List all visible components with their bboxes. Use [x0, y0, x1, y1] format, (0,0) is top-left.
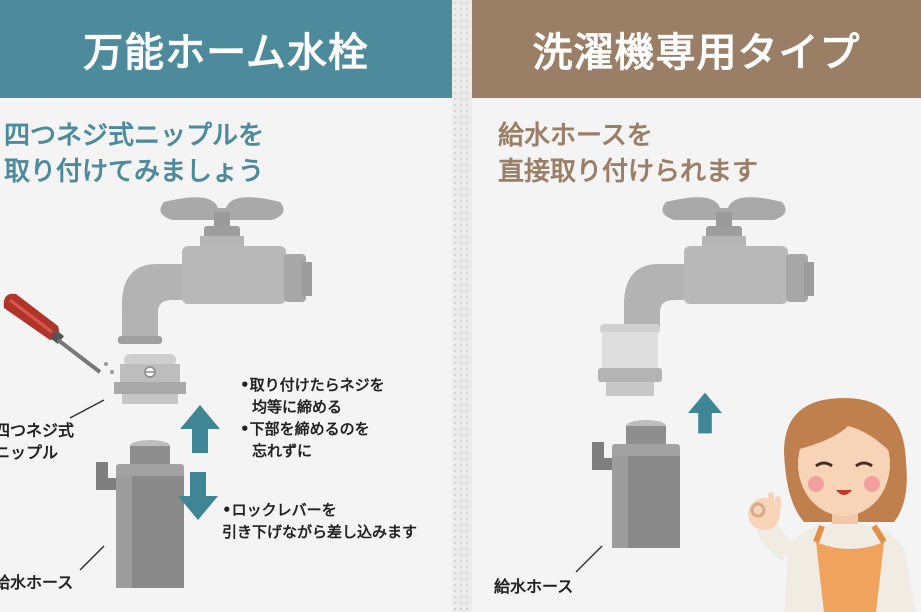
note-line: •下部を締めるのを	[240, 420, 370, 438]
label-line: 四つネジ式	[0, 421, 75, 440]
hose-part-icon	[592, 420, 680, 548]
nipple-label: 四つネジ式 ニップル	[0, 420, 74, 464]
header-washing-machine: 洗濯機専用タイプ	[472, 0, 921, 98]
subtitle: 給水ホースを 直接取り付けられます	[498, 118, 758, 190]
header-title: 万能ホーム水栓	[83, 30, 369, 76]
note-tighten-screws: •取り付けたらネジを 均等に締める •下部を締めるのを 忘れずに	[240, 374, 385, 462]
header-universal-faucet: 万能ホーム水栓	[0, 0, 452, 98]
hose-label: 給水ホース	[0, 573, 74, 592]
note-line: 忘れずに	[252, 442, 313, 460]
leader-line	[575, 545, 603, 573]
subtitle-line-2: 直接取り付けられます	[498, 157, 759, 187]
note-line: •取り付けたらネジを	[240, 376, 385, 394]
faucet-icon	[598, 197, 814, 396]
label-line: ニップル	[0, 443, 59, 462]
panel-universal-faucet: 万能ホーム水栓 四つネジ式ニップルを 取り付けてみましょう	[0, 0, 452, 612]
hose-part-icon	[96, 440, 184, 588]
note-lock-lever: •ロックレバーを 引き下げながら差し込みます	[222, 499, 417, 543]
divider	[452, 0, 472, 612]
leader-lines	[69, 399, 105, 571]
subtitle-line-2: 取り付けてみましょう	[4, 157, 265, 187]
panel-washing-machine: 洗濯機専用タイプ 給水ホースを 直接取り付けられます 給水ホース	[472, 0, 921, 612]
note-line: 均等に締める	[252, 398, 343, 416]
woman-ok-sign-illustration	[748, 398, 916, 612]
arrow-up-icon	[688, 392, 722, 434]
nipple-part-icon	[114, 354, 186, 404]
note-line: •ロックレバーを	[222, 501, 337, 519]
subtitle-line-1: 四つネジ式ニップルを	[4, 121, 265, 151]
note-line: 引き下げながら差し込みます	[222, 523, 418, 541]
header-title: 洗濯機専用タイプ	[532, 30, 861, 76]
screwdriver-icon	[3, 293, 114, 374]
subtitle: 四つネジ式ニップルを 取り付けてみましょう	[4, 118, 264, 190]
arrow-down-icon	[178, 472, 218, 520]
faucet-icon	[118, 197, 312, 344]
hose-label: 給水ホース	[494, 577, 574, 596]
subtitle-line-1: 給水ホースを	[498, 121, 653, 151]
arrow-up-icon	[180, 405, 220, 453]
